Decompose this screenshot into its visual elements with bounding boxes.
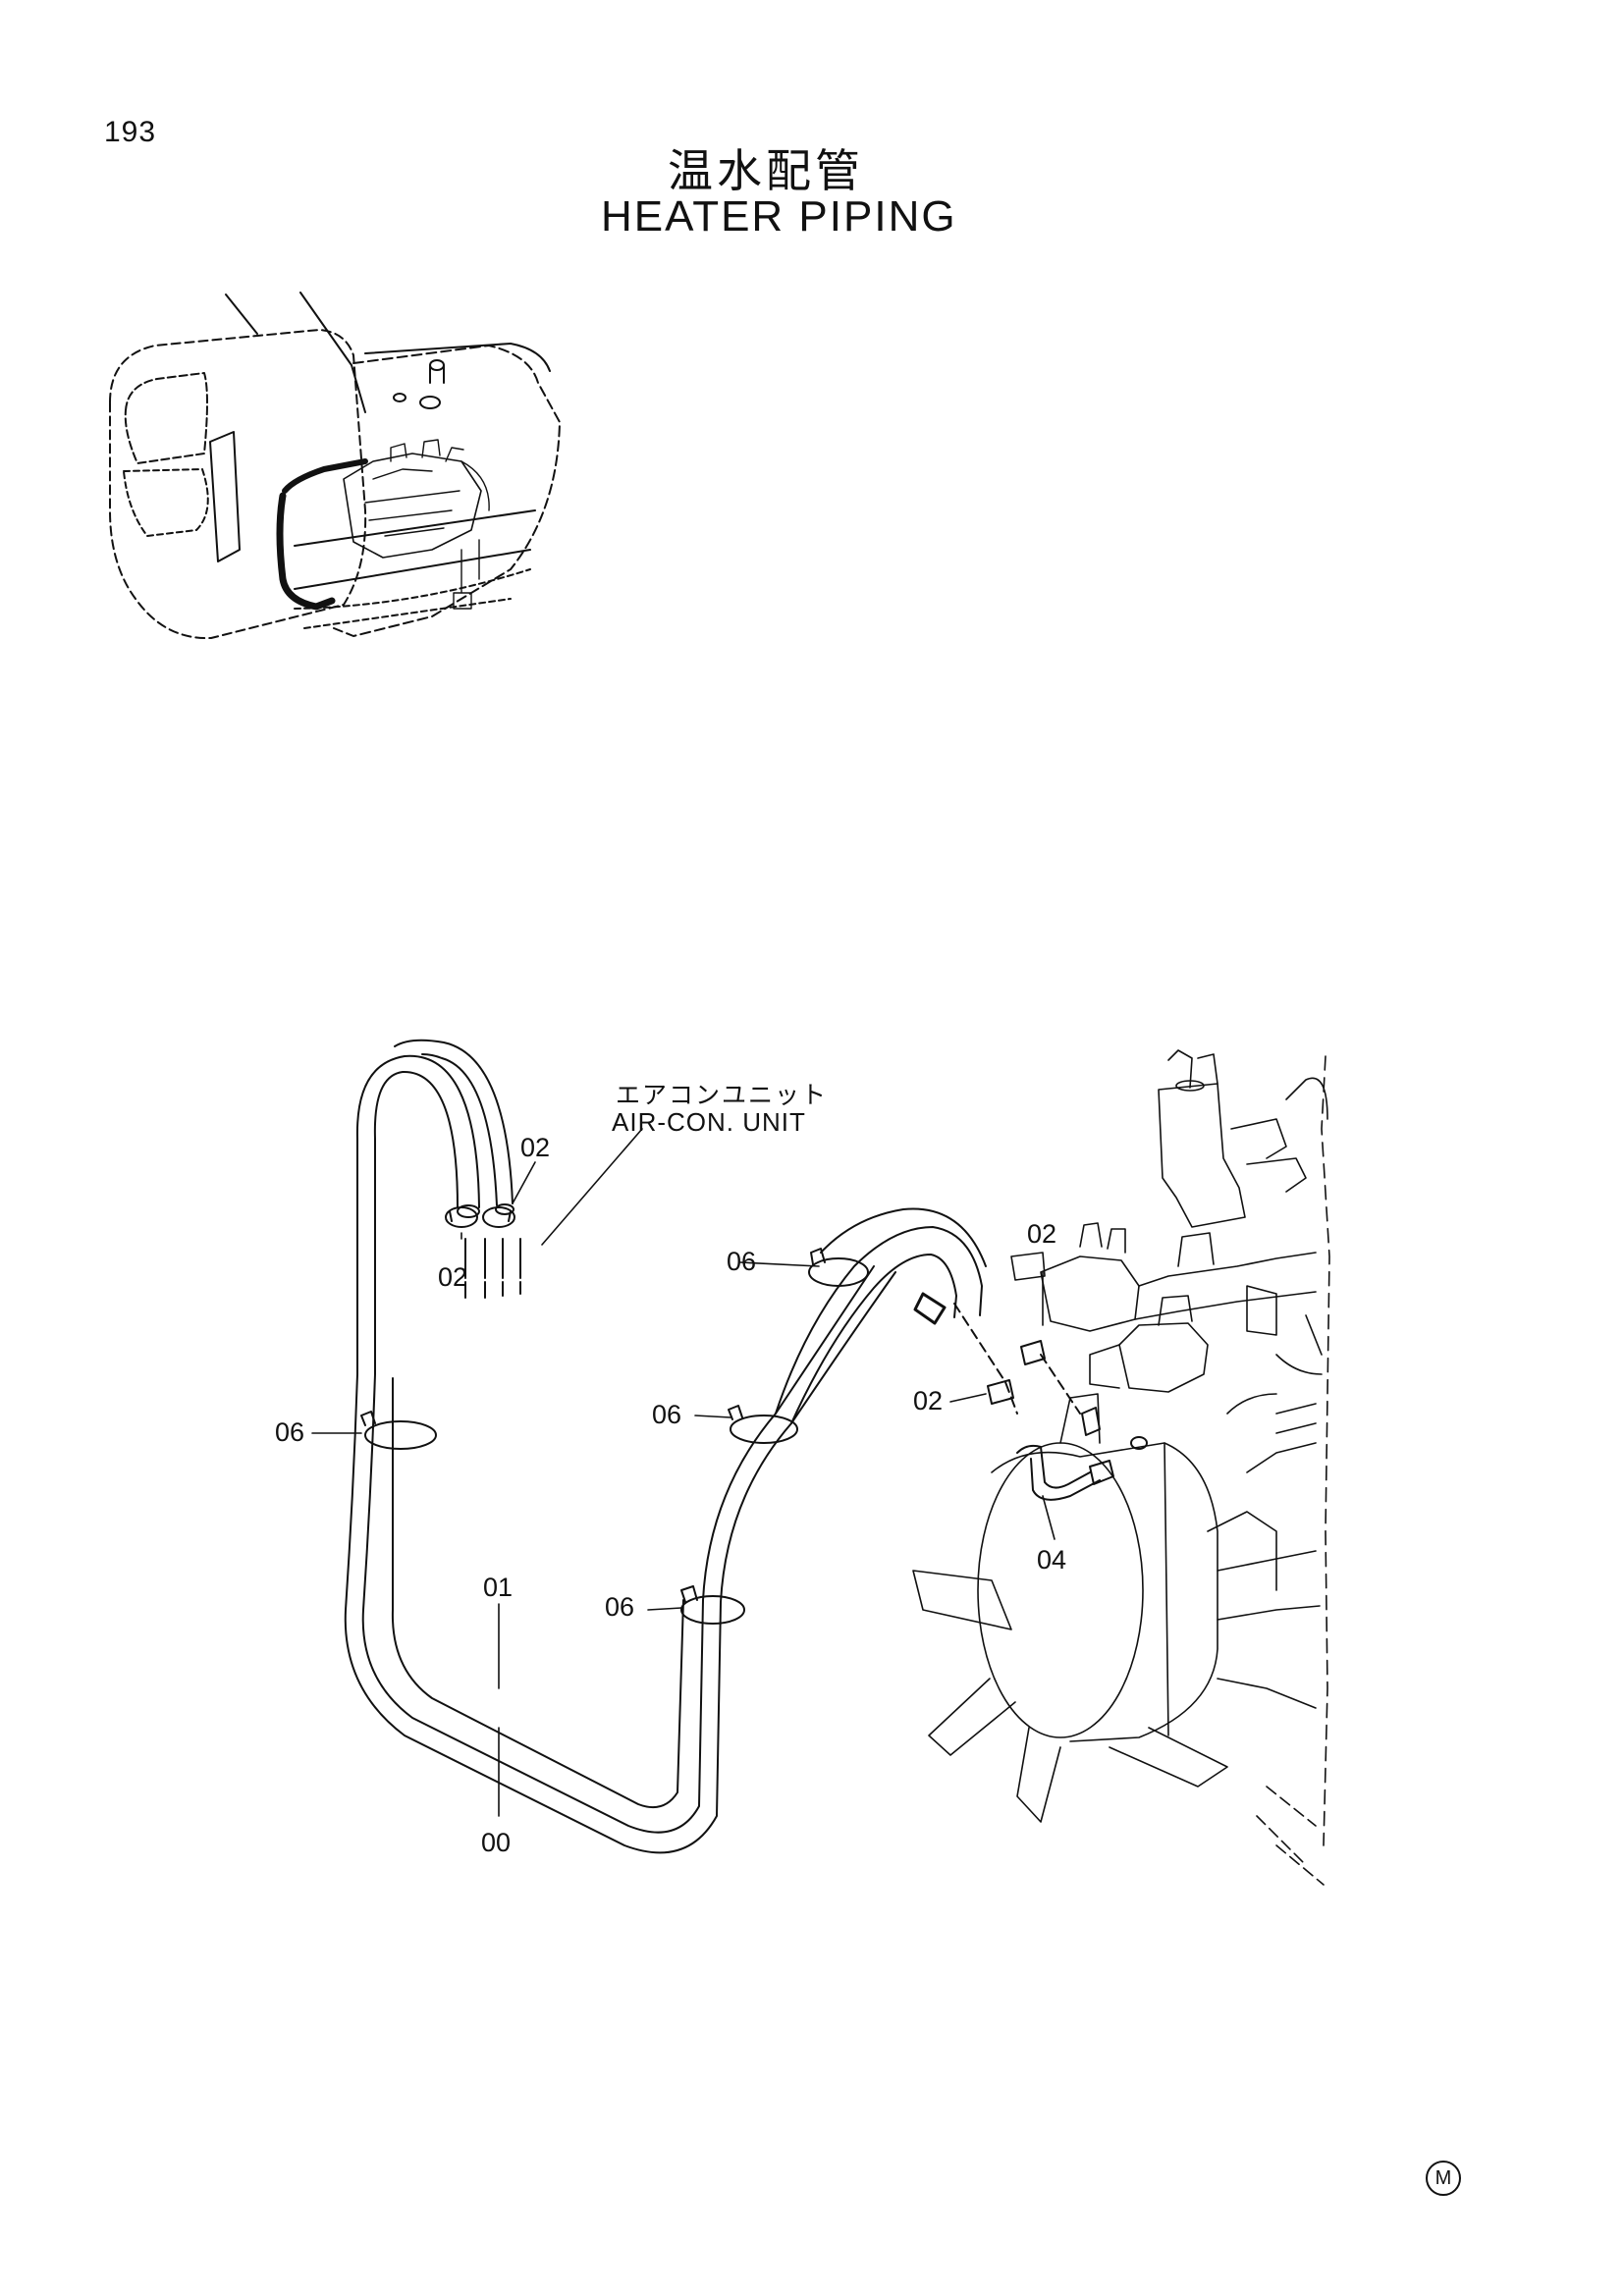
leader-lines — [311, 1128, 1056, 1817]
hose-clamp-pair — [445, 1206, 521, 1299]
air-con-unit-callout: AIR-CON. UNIT — [612, 1107, 806, 1137]
part-label-06-middle: 06 — [652, 1400, 682, 1429]
part-label-04-elbow: 04 — [1037, 1545, 1067, 1575]
air-con-unit-callout-japanese: エアコンユニット — [616, 1081, 829, 1109]
page-number: 193 — [104, 116, 157, 148]
page-title: HEATER PIPING — [601, 192, 957, 240]
engine-side-fittings — [953, 1303, 1148, 1501]
catalog-mark-circle-m: M — [1426, 2161, 1461, 2196]
part-label-00-assembly: 00 — [481, 1828, 512, 1857]
page-title-japanese: 温水配管 — [668, 144, 864, 197]
excavator-overview-illustration — [109, 292, 561, 640]
part-label-06-upper: 06 — [727, 1247, 757, 1276]
part-label-02-engine-middle: 02 — [913, 1386, 944, 1415]
band-clamps — [360, 1248, 869, 1625]
part-label-06-left: 06 — [275, 1417, 305, 1447]
part-label-02-clamp: 02 — [438, 1262, 468, 1292]
part-label-02-engine-top: 02 — [1027, 1219, 1057, 1249]
part-label-02-hose-end: 02 — [520, 1133, 551, 1162]
heater-hose-assembly — [344, 1039, 987, 1854]
part-label-01-hose: 01 — [483, 1573, 514, 1602]
part-label-06-lower: 06 — [605, 1592, 635, 1622]
engine-illustration — [912, 1049, 1330, 1886]
